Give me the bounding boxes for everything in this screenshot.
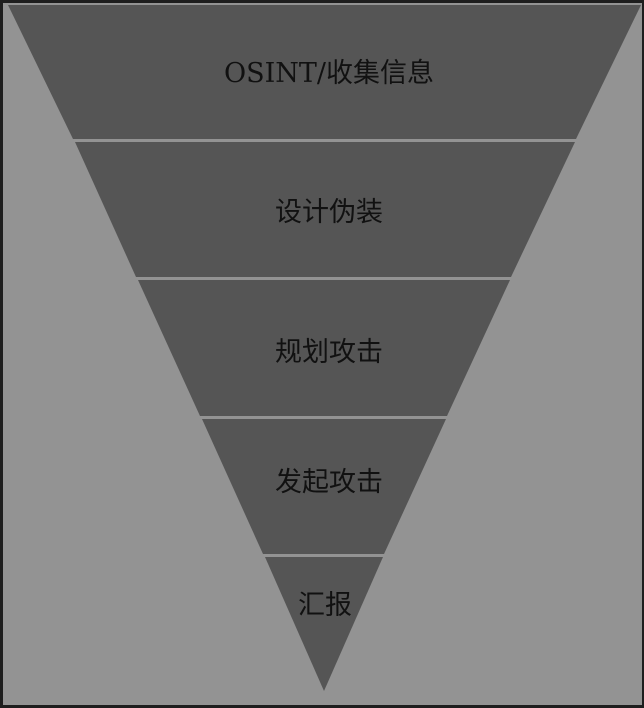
funnel-stage-1-label: OSINT/收集信息 xyxy=(224,58,434,89)
funnel-stage-2 xyxy=(75,142,575,277)
funnel-stage-4 xyxy=(202,419,446,554)
funnel-stage-3 xyxy=(138,280,510,416)
funnel-stage-5 xyxy=(265,557,383,691)
funnel-stage-1 xyxy=(8,5,641,139)
funnel-stage-2-label: 设计伪装 xyxy=(275,197,383,228)
funnel-stage-3-label: 规划攻击 xyxy=(275,337,383,368)
funnel-stage-4-label: 发起攻击 xyxy=(275,467,383,498)
funnel-stage-5-label: 汇报 xyxy=(298,590,352,621)
